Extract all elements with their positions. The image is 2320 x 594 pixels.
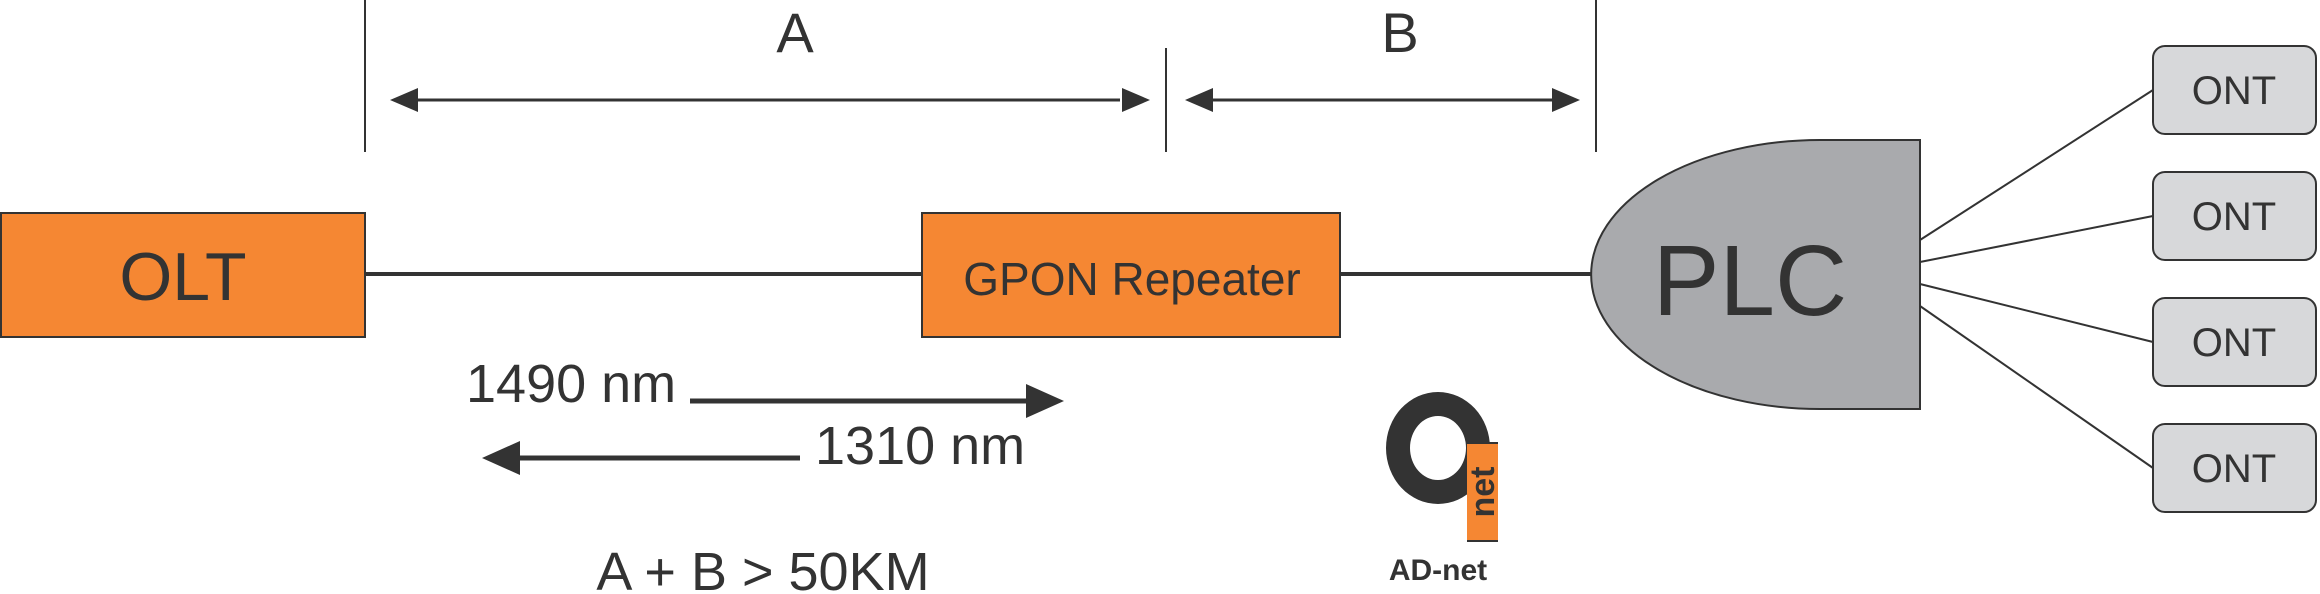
fanout-line-1: [1919, 89, 2154, 241]
segment-b-arrowhead-right: [1552, 88, 1580, 112]
ont-box-2: ONT: [2152, 171, 2317, 261]
fanout-line-2: [1919, 215, 2154, 263]
ont-box-4: ONT: [2152, 423, 2317, 513]
downstream-arrowhead: [1026, 384, 1064, 418]
ont-label-1: ONT: [2192, 69, 2276, 113]
olt-label: OLT: [119, 239, 246, 315]
ont-label-4: ONT: [2192, 447, 2276, 491]
fanout-line-3: [1919, 283, 2154, 343]
wavelength-indicators: 1490 nm 1310 nm: [466, 354, 1064, 476]
segment-a-arrowhead-left: [390, 88, 418, 112]
plc-fanout-lines: [1919, 89, 2154, 469]
segment-b-arrowhead-left: [1185, 88, 1213, 112]
plc-label: PLC: [1653, 225, 1848, 337]
segment-a-arrowhead-right: [1122, 88, 1150, 112]
distance-equation: A + B > 50KM: [596, 542, 929, 594]
segment-b-label: B: [1381, 1, 1418, 64]
logo-net-text: net: [1464, 467, 1502, 518]
repeater-box: GPON Repeater: [921, 212, 1341, 338]
plc-splitter: PLC: [1590, 139, 1921, 410]
ont-box-1: ONT: [2152, 45, 2317, 135]
segment-a-label: A: [776, 1, 814, 64]
ont-label-2: ONT: [2192, 195, 2276, 239]
upstream-wavelength-label: 1310 nm: [815, 416, 1025, 476]
logo-name: AD-net: [1389, 554, 1487, 587]
ad-net-logo: net AD-net: [1386, 392, 1502, 587]
downstream-wavelength-label: 1490 nm: [466, 354, 676, 414]
logo-a-mark-icon: [1386, 392, 1490, 504]
repeater-label: GPON Repeater: [963, 253, 1300, 305]
upstream-arrowhead: [482, 441, 520, 475]
dimension-markers: A B: [364, 0, 1597, 152]
ont-label-3: ONT: [2192, 321, 2276, 365]
fanout-line-4: [1919, 305, 2154, 469]
ont-box-3: ONT: [2152, 297, 2317, 387]
olt-box: OLT: [0, 212, 366, 338]
